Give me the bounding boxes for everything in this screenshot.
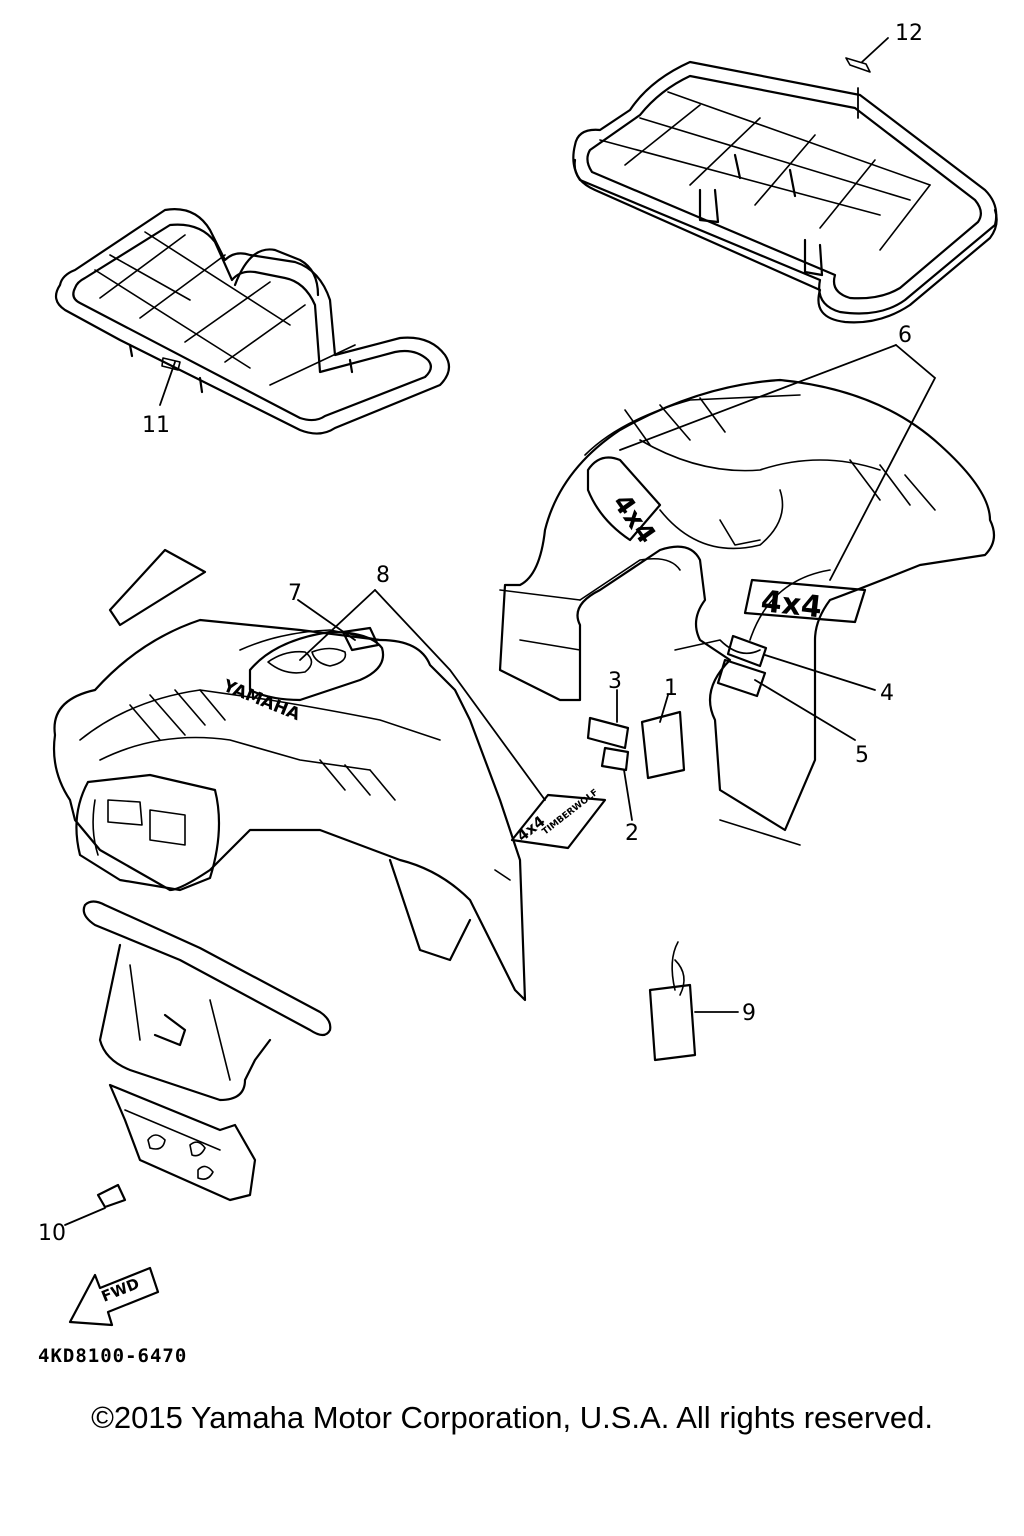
callout-9: 9 (742, 1001, 756, 1026)
forward-arrow: FWD (68, 1266, 160, 1327)
rear-fender: 4x4 4x4 (498, 378, 996, 846)
callout-3: 3 (608, 669, 622, 694)
hang-tag (648, 941, 697, 1062)
callout-10: 10 (38, 1221, 66, 1246)
callout-8: 8 (376, 563, 390, 588)
copyright-notice: ©2015 Yamaha Motor Corporation, U.S.A. A… (91, 1400, 933, 1435)
callout-7: 7 (288, 581, 302, 606)
rear-4x4-decal-text: 4x4 (759, 584, 823, 625)
callouts: 12 11 6 8 7 3 1 4 5 2 9 10 (38, 21, 923, 1246)
callout-1: 1 (664, 676, 678, 701)
rear-carrier (572, 57, 998, 324)
labels-1-2-3 (586, 710, 686, 780)
callout-2: 2 (625, 821, 639, 846)
leader-lines (64, 37, 937, 1226)
callout-11: 11 (142, 413, 170, 438)
front-fender: YAMAHA 4x4 TIMBERWOLF (52, 548, 607, 1202)
front-carrier (54, 208, 451, 435)
front-emblem (96, 1183, 127, 1209)
callout-6: 6 (898, 323, 912, 348)
diagram-part-code: 4KD8100-6470 (38, 1345, 187, 1367)
callout-5: 5 (855, 743, 869, 768)
callout-12: 12 (895, 21, 923, 46)
callout-4: 4 (880, 681, 894, 706)
